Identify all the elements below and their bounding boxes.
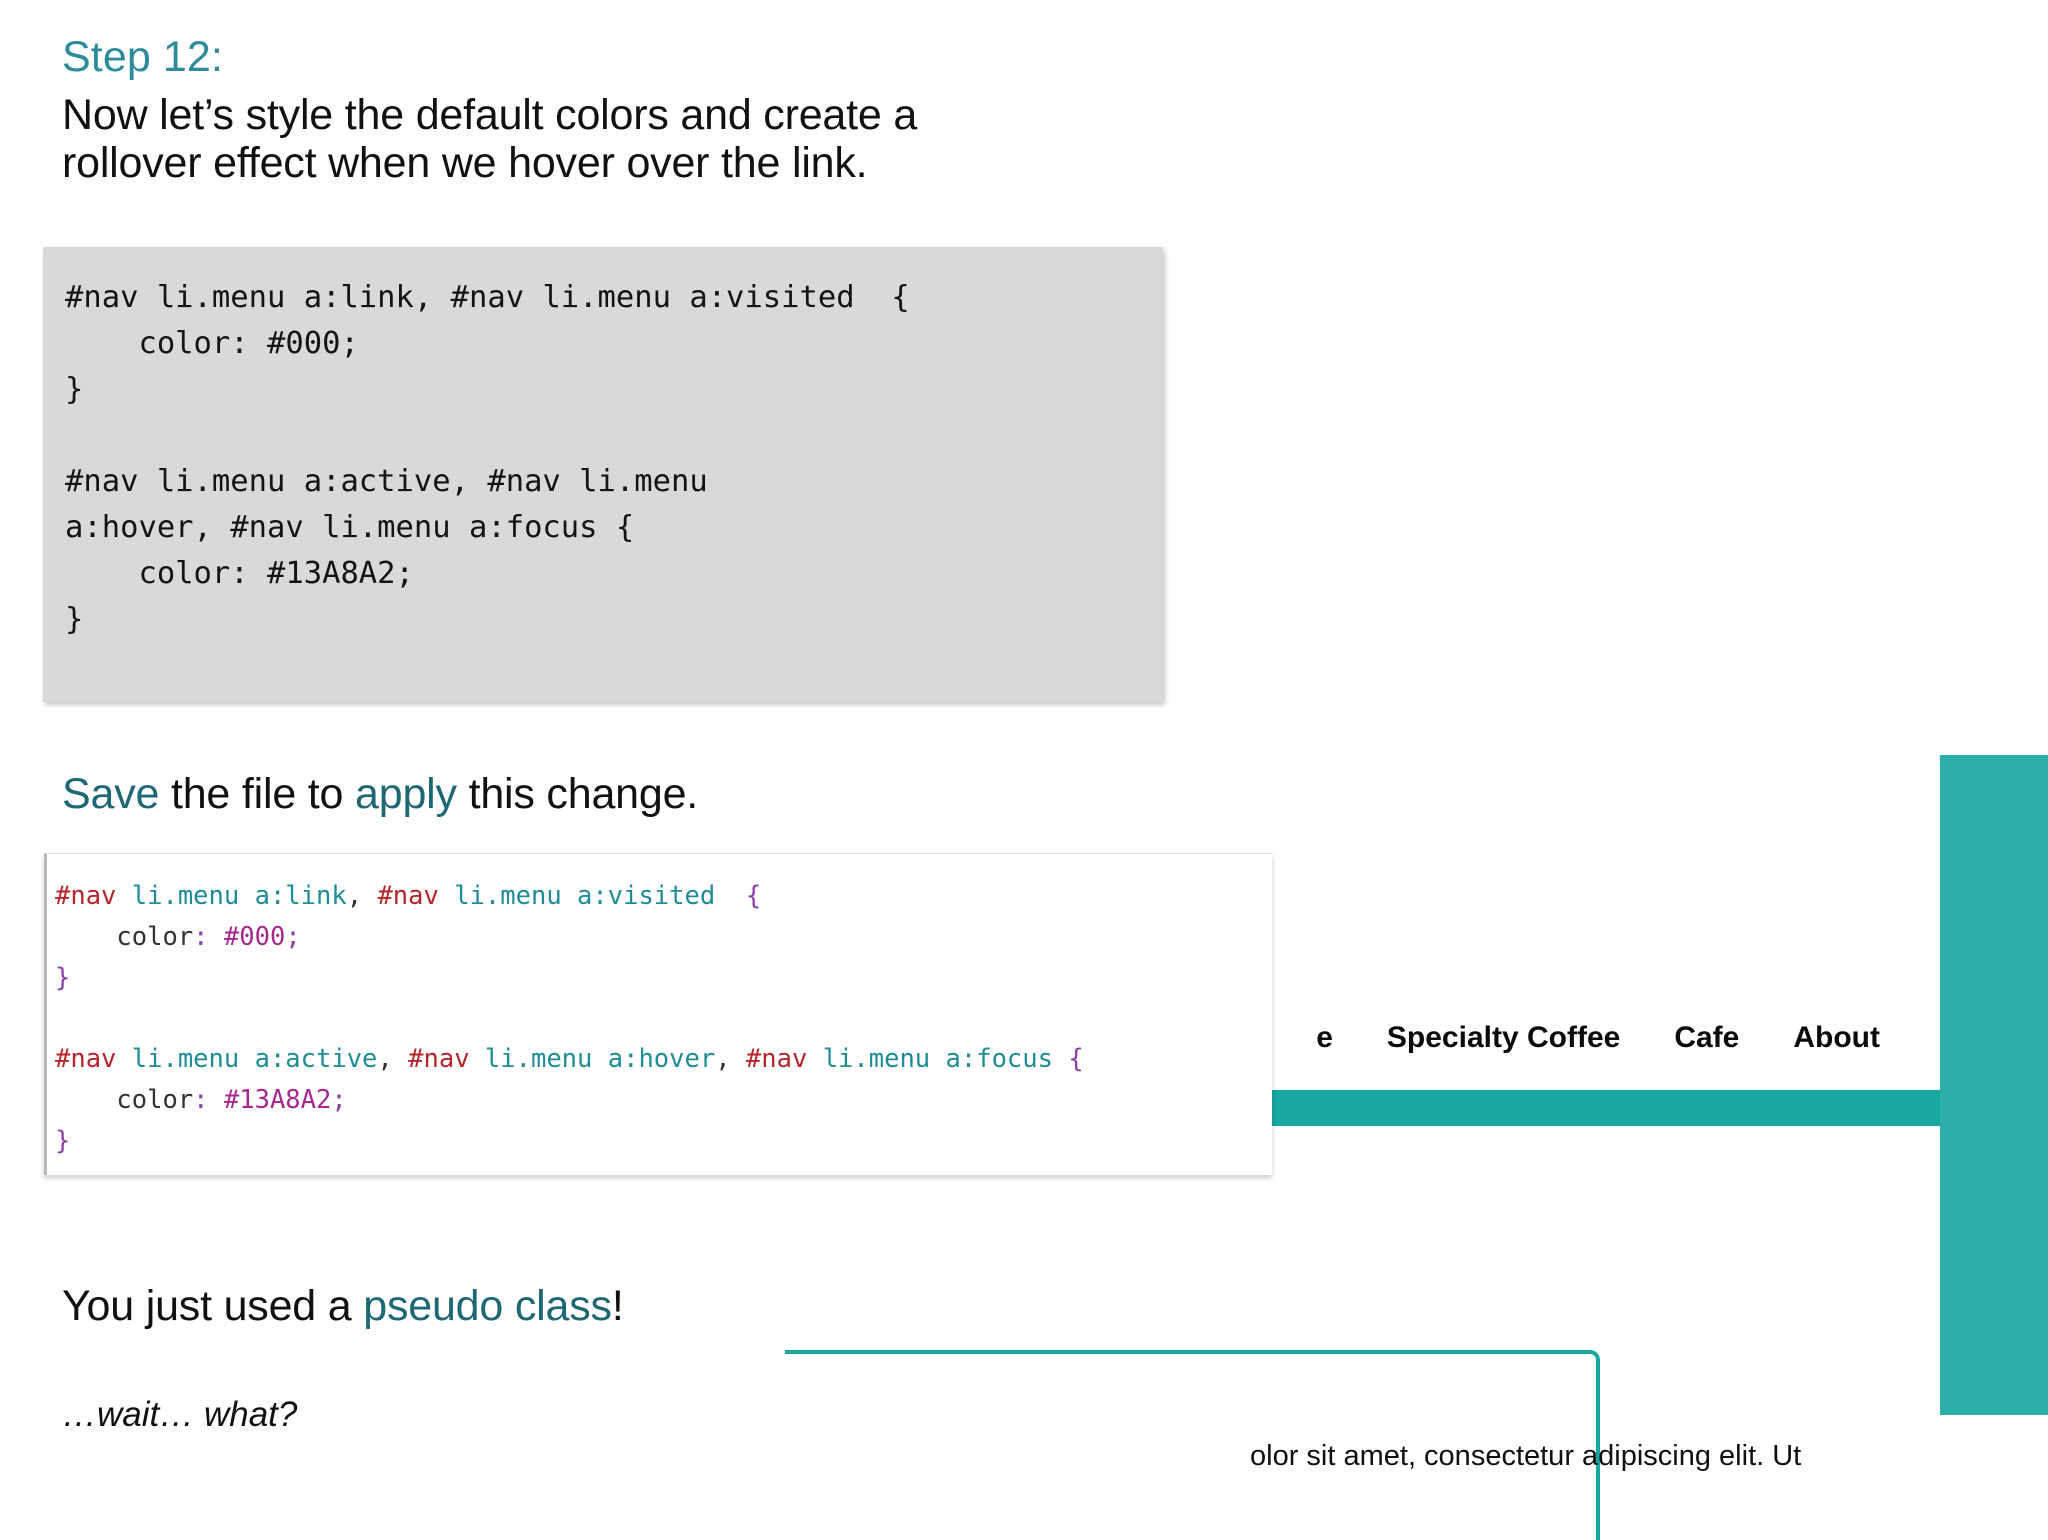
code-token-sel-el: li.menu a:active	[116, 1044, 378, 1075]
save-end-text: this change.	[456, 770, 699, 818]
pseudo-lead-text: You just used a	[62, 1282, 364, 1330]
lorem-body-text: olor sit amet, consectetur adipiscing el…	[1250, 1440, 1802, 1472]
code-token-sel-el: li.menu a:link	[116, 881, 347, 911]
wait-what-line: …wait… what?	[62, 1395, 298, 1434]
save-mid-text: the file to	[159, 770, 356, 818]
code-token-sel-id: #nav	[55, 881, 117, 911]
content-card-outline	[785, 1350, 1600, 1540]
nav-item-about[interactable]: About	[1793, 1020, 1880, 1054]
code-token-punct: {	[1068, 1044, 1084, 1075]
code-token-sel-id: #nav	[408, 1044, 470, 1075]
code-token-sel-el: li.menu a:visited	[438, 881, 716, 911]
code-token-punct: ;	[331, 1084, 347, 1115]
code-token-sel-id: #nav	[55, 1044, 117, 1075]
code-token-prop	[1053, 1044, 1068, 1074]
code-token-prop: color	[55, 921, 194, 952]
code-token-prop	[209, 922, 224, 952]
code-token-sel-id: #nav	[745, 1044, 808, 1075]
code-token-prop: color	[55, 1084, 194, 1115]
nav-item-home-clipped[interactable]: e	[1316, 1020, 1333, 1054]
code-token-punct: }	[55, 1125, 71, 1156]
editor-code-text: #nav li.menu a:link, #nav li.menu a:visi…	[55, 876, 1272, 1162]
pseudo-class-keyword: pseudo class	[363, 1282, 612, 1330]
code-token-value: #000	[223, 921, 286, 952]
code-token-punct: :	[193, 1084, 209, 1115]
slide-text-block: Step 12: Now let’s style the default col…	[62, 30, 1212, 187]
editor-screenshot: #nav li.menu a:link, #nav li.menu a:visi…	[44, 853, 1272, 1175]
code-token-punct: :	[193, 921, 209, 952]
code-token-prop	[209, 1085, 224, 1115]
step-heading: Step 12:	[62, 33, 223, 81]
code-token-punct: }	[55, 962, 71, 993]
save-keyword: Save	[62, 770, 160, 818]
intro-paragraph: Now let’s style the default colors and c…	[62, 91, 918, 188]
nav-item-cafe[interactable]: Cafe	[1674, 1020, 1740, 1054]
code-token-sel-el: li.menu a:hover	[469, 1044, 716, 1075]
code-token-prop: ,	[715, 1044, 746, 1075]
code-token-punct: {	[745, 881, 762, 911]
save-instruction-line: Save the file to apply this change.	[62, 770, 698, 819]
nav-item-specialty-coffee[interactable]: Specialty Coffee	[1386, 1020, 1621, 1054]
code-token-prop: ,	[346, 881, 378, 911]
pseudo-trail-text: !	[611, 1282, 624, 1330]
code-token-sel-id: #nav	[377, 881, 439, 911]
code-token-prop	[715, 881, 746, 911]
code-token-punct: ;	[285, 921, 301, 952]
apply-keyword: apply	[355, 770, 457, 818]
code-token-prop: ,	[377, 1044, 409, 1075]
pseudo-class-line: You just used a pseudo class!	[62, 1282, 624, 1331]
css-code-text: #nav li.menu a:link, #nav li.menu a:visi…	[65, 280, 910, 638]
code-token-sel-el: li.menu a:focus	[807, 1044, 1053, 1075]
code-token-value: #13A8A2	[223, 1084, 332, 1115]
css-code-block: #nav li.menu a:link, #nav li.menu a:visi…	[43, 247, 1163, 702]
teal-side-panel	[1940, 755, 2048, 1415]
